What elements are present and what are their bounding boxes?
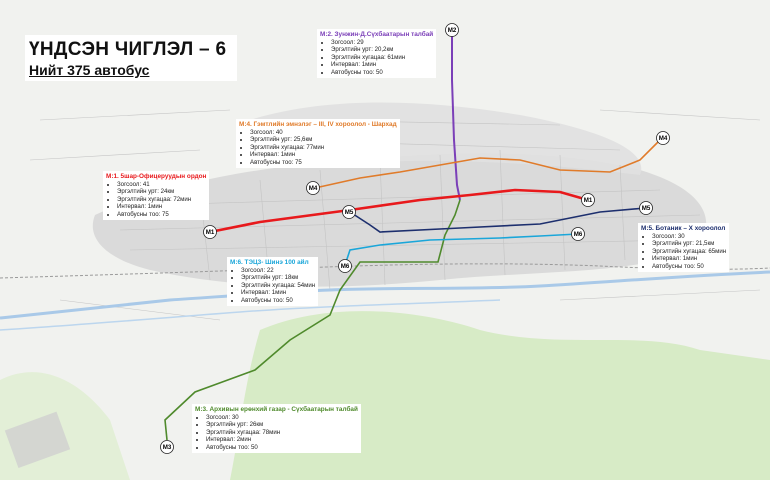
route-info-details: Зогсоол: 30 Эргэлтийн урт: 26км Эргэлтий… [195,414,358,451]
route-line-M6[interactable] [344,233,579,266]
route-detail: Интервал: 1мин [117,203,206,210]
page-title: ҮНДСЭН ЧИГЛЭЛ – 6 [29,39,227,60]
route-detail: Эргэлтийн урт: 24км [117,188,206,195]
route-detail: Эргэлтийн хугацаа: 61мин [331,54,433,61]
route-marker[interactable]: M2 [445,23,459,37]
route-line-M1[interactable] [209,188,589,234]
route-marker[interactable]: M4 [656,131,670,145]
route-line-M2[interactable] [451,30,461,201]
route-detail: Зогсоол: 22 [241,267,315,274]
route-detail: Зогсоол: 29 [331,39,433,46]
route-marker-label: M2 [448,27,457,34]
route-marker[interactable]: M4 [306,181,320,195]
river-branch [0,299,501,331]
route-detail: Эргэлтийн хугацаа: 77мин [250,144,397,151]
route-detail: Эргэлтийн хугацаа: 78мин [206,429,358,436]
route-detail: Интервал: 1мин [250,151,397,158]
route-marker-label: M4 [309,185,318,192]
green-area-south [230,311,770,480]
route-detail: Эргэлтийн хугацаа: 72мин [117,196,206,203]
urban-area [92,153,707,287]
route-marker[interactable]: M6 [571,227,585,241]
route-detail: Эргэлтийн урт: 18км [241,274,315,281]
route-marker[interactable]: M1 [581,193,595,207]
route-detail: Эргэлтийн хугацаа: 65мин [652,248,726,255]
route-info-details: Зогсоол: 29 Эргэлтийн урт: 20,2км Эргэлт… [320,39,433,76]
title-box: ҮНДСЭН ЧИГЛЭЛ – 6 Нийт 375 автобус [25,35,237,81]
route-detail: Эргэлтийн хугацаа: 54мин [241,282,315,289]
route-info-M4: М:4. Гэмтлийн эмнэлэг – III, IV хороолол… [236,119,400,169]
route-marker[interactable]: M1 [203,225,217,239]
route-detail: Автобусны тоо: 50 [331,69,433,76]
route-info-title: М:6. ТЭЦ3- Шинэ 100 айл [230,259,309,266]
route-info-title: М:4. Гэмтлийн эмнэлэг – III, IV хороолол… [239,121,397,128]
route-marker-label: M1 [206,229,215,236]
route-marker[interactable]: M3 [160,440,174,454]
route-info-M3: М:3. Архивын ерөнхий газар - Сүхбаатарын… [192,404,361,454]
railway [0,263,770,279]
route-info-title: М:3. Архивын ерөнхий газар - Сүхбаатарын… [195,406,358,413]
route-detail: Автобусны тоо: 50 [241,297,315,304]
route-marker-label: M4 [659,135,668,142]
route-marker-label: M6 [574,231,583,238]
route-marker[interactable]: M5 [639,201,653,215]
route-detail: Зогсоол: 41 [117,181,206,188]
route-marker-label: M5 [642,205,651,212]
route-line-M4[interactable] [314,141,659,189]
route-detail: Зогсоол: 40 [250,129,397,136]
route-info-M5: М:5. Ботаник – X хороолол Зогсоол: 30 Эр… [638,223,730,273]
route-detail: Эргэлтийн урт: 26км [206,421,358,428]
route-detail: Эргэлтийн урт: 20,2км [331,46,433,53]
route-detail: Интервал: 1мин [241,289,315,296]
route-info-title: M:1. 5шар-Офицеруудын ордон [106,173,207,180]
route-info-title: М:5. Ботаник – X хороолол [641,225,726,232]
route-detail: Зогсоол: 30 [206,414,358,421]
route-marker[interactable]: M5 [342,205,356,219]
route-info-details: Зогсоол: 22 Эргэлтийн урт: 18км Эргэлтий… [230,267,315,304]
route-detail: Автобусны тоо: 50 [652,263,726,270]
route-detail: Интервал: 1мин [331,61,433,68]
route-marker-label: M1 [584,197,593,204]
route-marker-label: M5 [345,209,354,216]
route-info-M1: M:1. 5шар-Офицеруудын ордон Зогсоол: 41 … [103,171,210,221]
route-detail: Автобусны тоо: 75 [117,211,206,218]
route-detail: Интервал: 2мин [206,436,358,443]
route-marker-label: M3 [163,444,172,451]
route-detail: Эргэлтийн урт: 25,6км [250,136,397,143]
route-info-M6: М:6. ТЭЦ3- Шинэ 100 айл Зогсоол: 22 Эргэ… [227,257,319,307]
route-info-details: Зогсоол: 41 Эргэлтийн урт: 24км Эргэлтий… [106,181,206,218]
route-info-M2: М:2. Зунжин-Д.Сүхбаатарын талбай Зогсоол… [317,29,437,79]
route-info-details: Зогсоол: 40 Эргэлтийн урт: 25,6км Эргэлт… [239,129,397,166]
route-detail: Автобусны тоо: 50 [206,444,358,451]
route-info-details: Зогсоол: 30 Эргэлтийн урт: 21,5км Эргэлт… [641,233,726,270]
route-detail: Эргэлтийн урт: 21,5км [652,240,726,247]
page-subtitle: Нийт 375 автобус [29,62,150,78]
route-line-M5[interactable] [349,207,646,233]
river [0,270,770,320]
route-line-M3[interactable] [164,199,461,441]
route-detail: Интервал: 1мин [652,255,726,262]
route-info-title: М:2. Зунжин-Д.Сүхбаатарын талбай [320,31,434,38]
route-detail: Зогсоол: 30 [652,233,726,240]
route-marker[interactable]: M6 [338,259,352,273]
airport-area [4,411,71,469]
route-marker-label: M6 [341,263,350,270]
route-detail: Автобусны тоо: 75 [250,159,397,166]
